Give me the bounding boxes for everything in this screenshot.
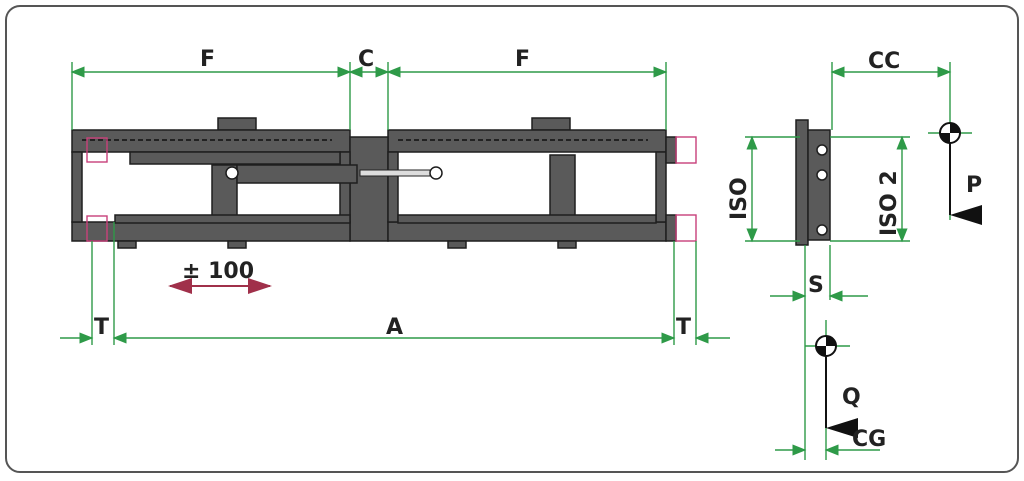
label-cg: CG (852, 427, 886, 452)
label-iso2: ISO 2 (877, 170, 902, 236)
label-cc: CC (868, 49, 900, 74)
label-sideshift: ± 100 (182, 259, 254, 284)
label-p: P (966, 173, 982, 198)
label-c: C (358, 47, 374, 72)
label-f-left: F (200, 47, 215, 72)
label-a: A (386, 315, 403, 340)
label-q: Q (842, 385, 861, 410)
dimension-lines (60, 62, 730, 345)
label-s: S (808, 273, 824, 298)
label-t-left: T (94, 315, 109, 340)
label-t-right: T (676, 315, 691, 340)
label-iso: ISO (727, 177, 752, 220)
label-f-right: F (515, 47, 530, 72)
positioner-front-view (71, 117, 697, 249)
positioner-side-view (745, 62, 982, 460)
